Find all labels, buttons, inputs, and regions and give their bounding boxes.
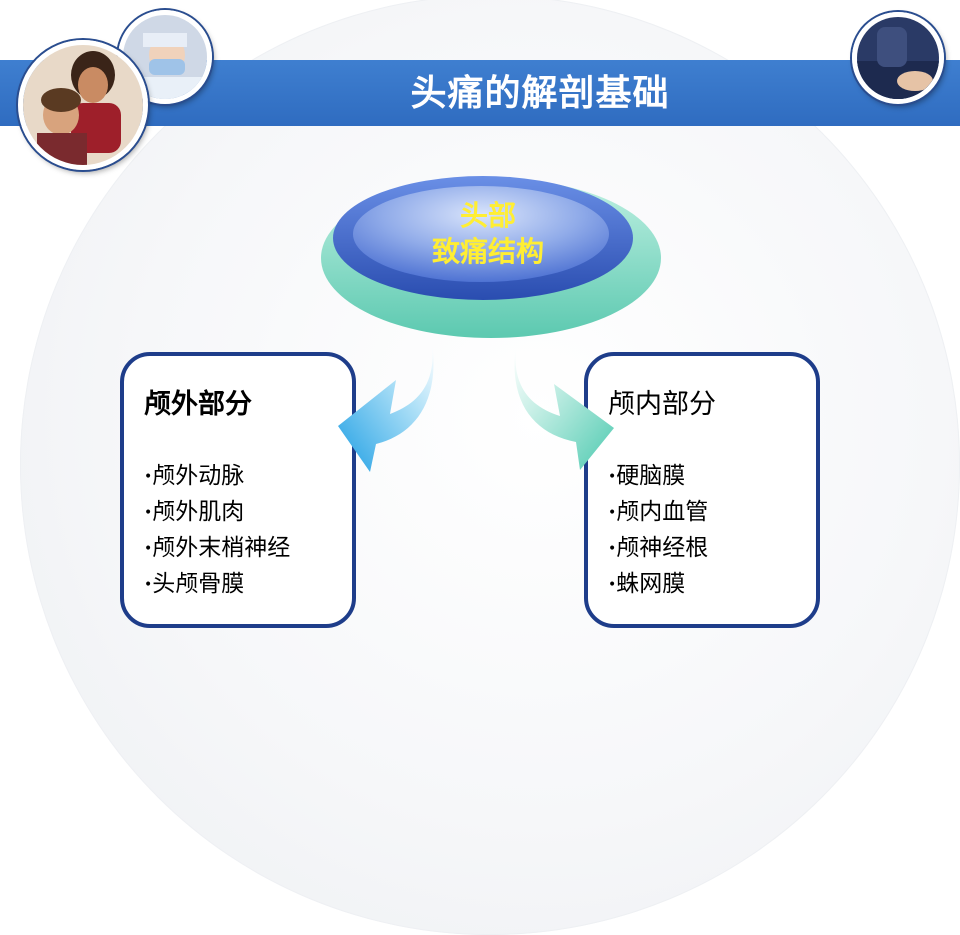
list-item: 颅神经根 bbox=[608, 532, 708, 568]
left-box-list: 颅外动脉 颅外肌肉 颅外末梢神经 头颅骨膜 bbox=[144, 460, 290, 604]
photo-mother-child-icon bbox=[18, 40, 148, 170]
left-box: 颅外部分 颅外动脉 颅外肌肉 颅外末梢神经 头颅骨膜 bbox=[120, 352, 356, 628]
right-box-list: 硬脑膜 颅内血管 颅神经根 蛛网膜 bbox=[608, 460, 708, 604]
list-item: 颅外动脉 bbox=[144, 460, 290, 496]
list-item: 蛛网膜 bbox=[608, 568, 708, 604]
right-box: 颅内部分 硬脑膜 颅内血管 颅神经根 蛛网膜 bbox=[584, 352, 820, 628]
center-line1: 头部 bbox=[459, 199, 516, 232]
list-item: 颅外末梢神经 bbox=[144, 532, 290, 568]
center-label: 头部 致痛结构 bbox=[360, 198, 616, 270]
left-box-title: 颅外部分 bbox=[144, 389, 252, 420]
right-arrow-icon bbox=[514, 346, 614, 470]
left-arrow-icon bbox=[338, 342, 434, 472]
photo-doctor-icon bbox=[118, 10, 212, 104]
center-line2: 致痛结构 bbox=[431, 235, 544, 268]
list-item: 硬脑膜 bbox=[608, 460, 708, 496]
list-item: 头颅骨膜 bbox=[144, 568, 290, 604]
right-box-title: 颅内部分 bbox=[608, 389, 716, 420]
list-item: 颅内血管 bbox=[608, 496, 708, 532]
center-oval bbox=[321, 176, 661, 338]
list-item: 颅外肌肉 bbox=[144, 496, 290, 532]
slide-title: 头痛的解剖基础 bbox=[410, 73, 670, 114]
photo-patient-icon bbox=[852, 12, 944, 104]
